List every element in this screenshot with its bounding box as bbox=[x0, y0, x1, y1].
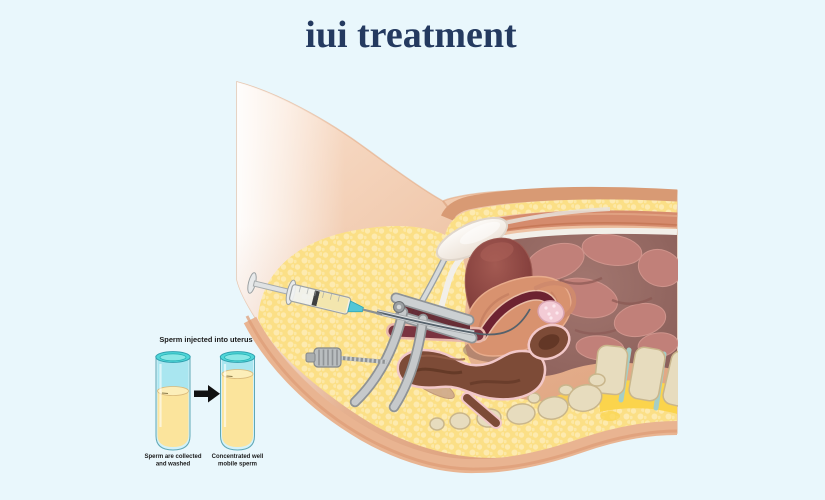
tube1-label-line1: Sperm are collected bbox=[144, 454, 201, 460]
screw-thread bbox=[340, 356, 388, 364]
sacrum-segment bbox=[527, 392, 541, 404]
tube-media-cyan bbox=[157, 359, 189, 391]
barrel-graduations bbox=[298, 286, 340, 302]
uterine-cavity bbox=[478, 291, 555, 340]
syringe bbox=[247, 272, 383, 316]
intestine-crease bbox=[559, 276, 603, 285]
intestines bbox=[525, 234, 678, 361]
tube-liquid bbox=[157, 391, 189, 447]
needle bbox=[362, 308, 383, 316]
liquid-surface bbox=[221, 369, 254, 379]
screw-knob-ribs bbox=[318, 349, 338, 366]
plunger-seal bbox=[311, 290, 320, 307]
tube-rim-inner bbox=[224, 353, 251, 362]
speculum-upper-handle bbox=[351, 308, 407, 406]
liquid-mark bbox=[226, 375, 233, 377]
intestine-crease bbox=[611, 296, 653, 305]
bladder-highlight bbox=[459, 221, 501, 245]
liquid-mark bbox=[161, 392, 169, 394]
needle-hub bbox=[347, 300, 364, 313]
inset-heading: Sperm injected into uterus bbox=[159, 335, 252, 344]
round-ligament bbox=[499, 207, 611, 226]
intestine-loop bbox=[637, 248, 678, 288]
ovary bbox=[537, 300, 565, 324]
anatomy-illustration bbox=[236, 81, 678, 474]
wall-fat-layer bbox=[444, 199, 678, 240]
tube-labels: Sperm are collected and washed Concentra… bbox=[144, 454, 263, 468]
spine-fat-bright-patch bbox=[600, 411, 620, 421]
ovary-follicles bbox=[544, 304, 559, 320]
speculum-lower-handle bbox=[390, 315, 427, 411]
sperm-prep-inset: Sperm injected into uterus Sp bbox=[144, 335, 263, 468]
sacrum-segment bbox=[537, 396, 569, 420]
arrow-icon bbox=[194, 385, 220, 403]
sacrum-segment bbox=[506, 403, 536, 425]
tube2-label-line2: mobile sperm bbox=[218, 462, 257, 468]
catheter bbox=[376, 308, 531, 336]
speculum-upper-blade bbox=[392, 294, 473, 324]
sacrum-segment bbox=[449, 412, 471, 430]
arrow-shaft bbox=[194, 390, 208, 397]
tube-rim-inner bbox=[159, 353, 187, 362]
sacrum-segment bbox=[567, 383, 603, 413]
page-title: iui treatment bbox=[305, 14, 517, 56]
tube1-label-line2: and washed bbox=[156, 462, 191, 468]
sacrum-segment bbox=[588, 373, 606, 387]
tube-liquid bbox=[222, 374, 253, 447]
screw-knob-tip bbox=[305, 352, 316, 363]
speculum-screw bbox=[305, 347, 388, 368]
speculum-hinge-pin bbox=[396, 304, 402, 310]
arrow-head bbox=[208, 385, 220, 403]
anal-canal bbox=[463, 394, 500, 427]
coccyx bbox=[429, 417, 445, 431]
vertebra bbox=[593, 344, 629, 396]
sigmoid-lumen bbox=[538, 334, 560, 350]
liquid-surface bbox=[157, 386, 189, 396]
vertebra bbox=[662, 350, 678, 408]
syringe-liquid bbox=[316, 291, 350, 314]
vertebra bbox=[628, 346, 666, 402]
intestine-loop bbox=[581, 234, 643, 266]
test-tube-concentrated bbox=[219, 351, 256, 451]
tube2-label-line1: Concentrated well bbox=[212, 454, 264, 460]
wall-skin-layer bbox=[441, 186, 678, 221]
uterus-fundus-highlight bbox=[480, 242, 514, 262]
test-tube-collected bbox=[155, 351, 191, 451]
bottom-skin-edge bbox=[245, 315, 678, 471]
intestine-crease bbox=[574, 328, 617, 335]
bottom-skin-band bbox=[243, 316, 678, 474]
rectum-fold bbox=[469, 378, 521, 386]
